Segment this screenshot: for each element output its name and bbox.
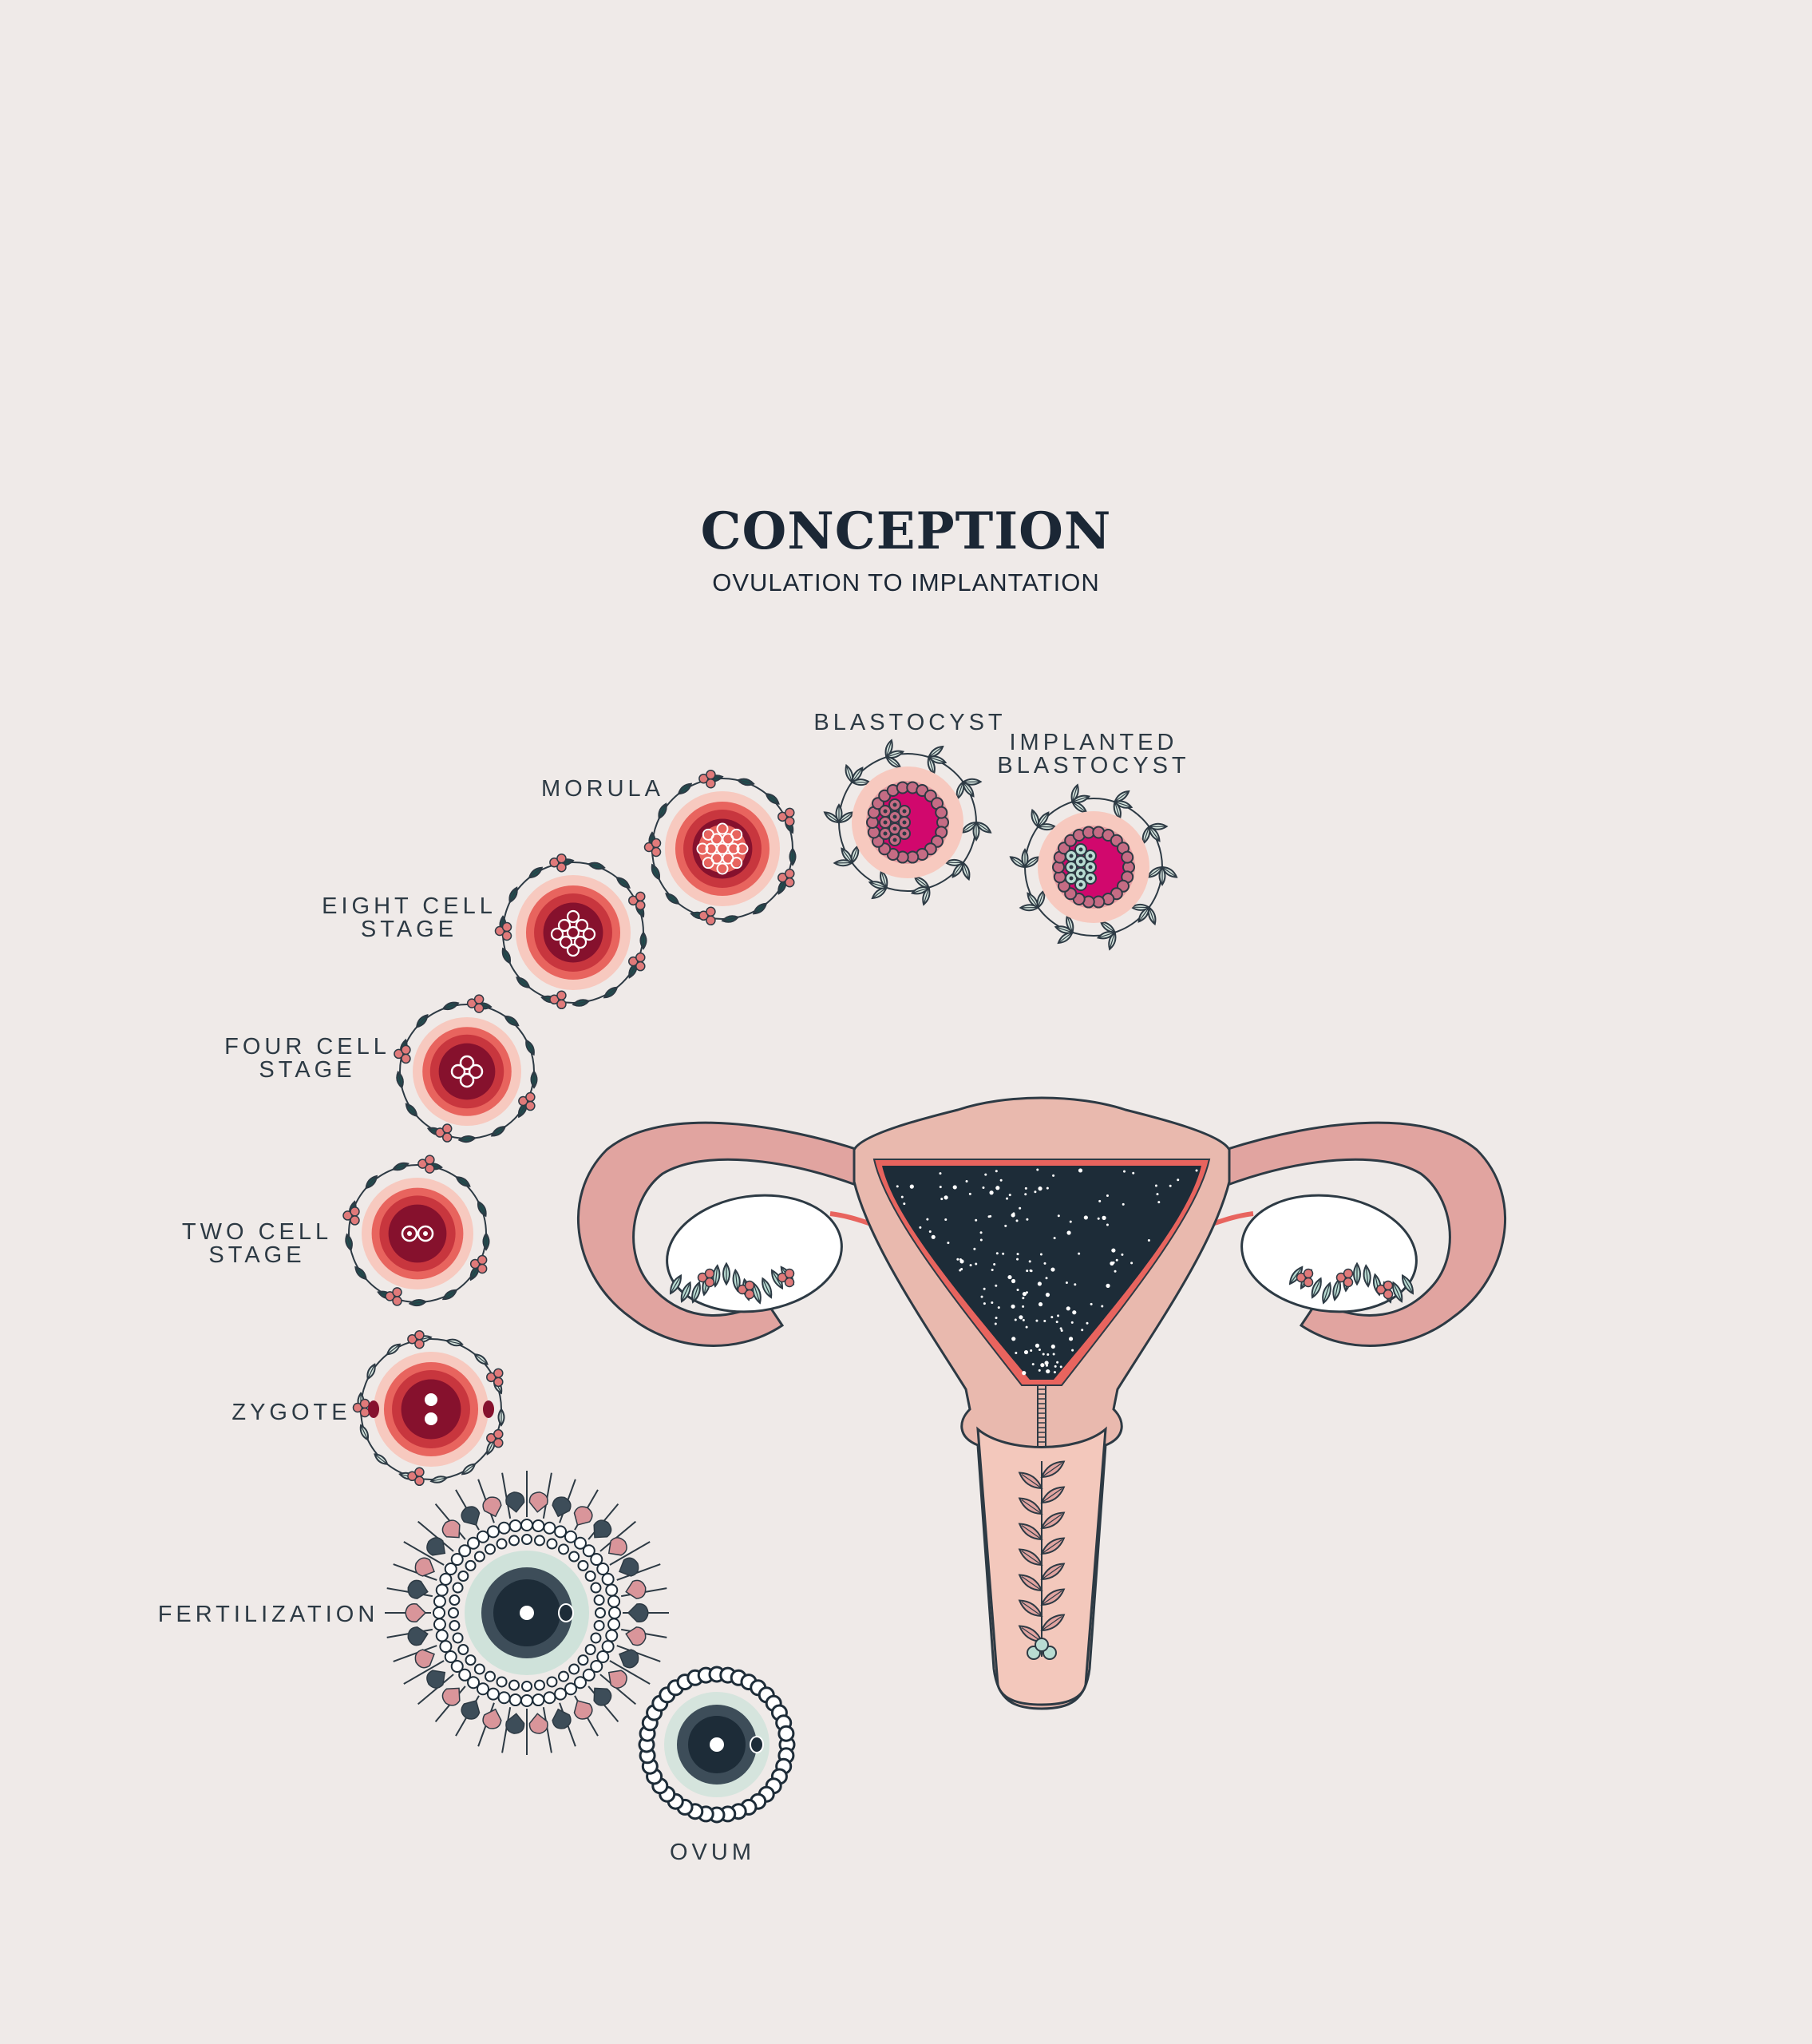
label-fertilization: FERTILIZATION: [157, 1602, 379, 1627]
page-subtitle: OVULATION TO IMPLANTATION: [712, 568, 1100, 596]
left-ovary: [666, 1194, 843, 1313]
uterus-illustration: [576, 1096, 1507, 1710]
label-morula: MORULA: [540, 776, 665, 802]
right-ovary: [1240, 1194, 1418, 1313]
cavity-speckles: [896, 1168, 1198, 1376]
label-eight-cell-stage: EIGHT CELL STAGE: [322, 893, 497, 942]
zygote-icon: [352, 1329, 505, 1487]
implanted-blastocyst-icon: [1009, 783, 1178, 951]
morula-icon: [643, 769, 797, 926]
label-zygote: ZYGOTE: [231, 1400, 351, 1425]
right-fallopian-tube: [1224, 1121, 1507, 1347]
two-cell-stage-icon: [342, 1155, 490, 1307]
eight-cell-stage-icon: [494, 853, 647, 1010]
sperm-surrounded-ovum-icon: [385, 1471, 669, 1755]
label-ovum: OVUM: [670, 1840, 755, 1865]
label-implanted-blastocyst: IMPLANTED BLASTOCYST: [997, 730, 1190, 778]
ovum-cell-icon: [638, 1666, 796, 1824]
ovary-foliage: [669, 1262, 1414, 1305]
four-cell-stage-icon: [394, 994, 538, 1143]
label-blastocyst: BLASTOCYST: [813, 710, 1007, 735]
uterine-cavity: [882, 1166, 1201, 1380]
label-two-cell-stage: TWO CELL STAGE: [181, 1219, 333, 1268]
embryo-stages: [342, 739, 1178, 1824]
vaginal-vine: [1018, 1460, 1066, 1660]
left-fallopian-tube: [576, 1121, 860, 1347]
label-four-cell-stage: FOUR CELL STAGE: [224, 1034, 390, 1083]
page-title: CONCEPTION: [700, 501, 1112, 561]
blastocyst-icon: [823, 739, 992, 906]
